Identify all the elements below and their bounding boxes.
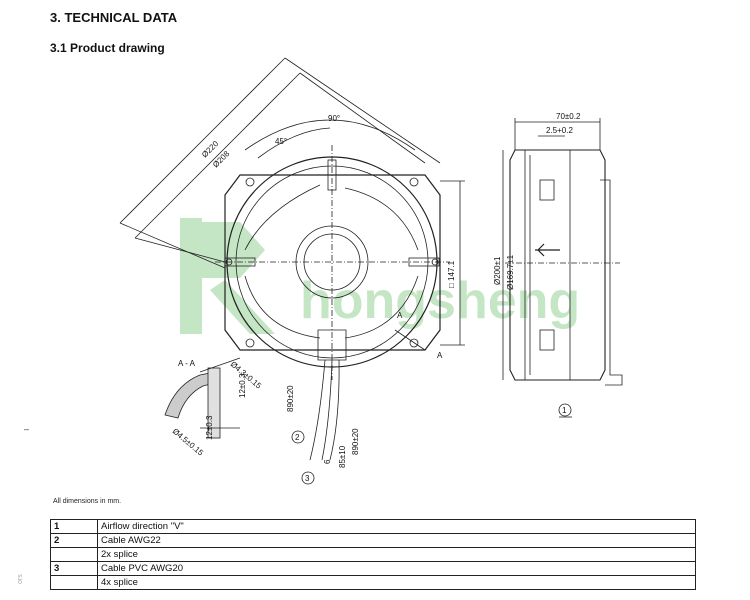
dim-12-lower: 12±0.3 bbox=[205, 415, 214, 440]
section-title: 3. TECHNICAL DATA bbox=[50, 10, 178, 25]
cut-a-lower: A bbox=[437, 351, 443, 360]
legend-num: 3 bbox=[50, 561, 98, 576]
table-row: 1 Airflow direction "V" bbox=[50, 519, 696, 534]
cable-890-left: 890±20 bbox=[286, 385, 295, 412]
dim-25-label: 2.5+0.2 bbox=[546, 126, 573, 135]
dim-d208: Ø208 bbox=[211, 149, 232, 170]
legend-text: Cable PVC AWG20 bbox=[97, 561, 696, 576]
angle-arc-90 bbox=[244, 119, 416, 151]
table-row: 4x splice bbox=[50, 575, 696, 590]
callout-2 bbox=[291, 430, 305, 444]
dim-169-label: Ø169.7±1 bbox=[506, 254, 515, 290]
fan-side-view bbox=[505, 149, 623, 386]
table-row: 2 Cable AWG22 bbox=[50, 533, 696, 548]
dim-147-label: □ 147.1 bbox=[447, 260, 456, 288]
callout-3 bbox=[301, 471, 315, 485]
angle-90-label: 90° bbox=[328, 114, 340, 123]
legend-num bbox=[50, 575, 98, 590]
legend-num: 1 bbox=[50, 519, 98, 534]
callout-3-label: 3 bbox=[305, 474, 310, 483]
legend-num: 2 bbox=[50, 533, 98, 548]
section-aa-detail bbox=[164, 357, 241, 439]
section-cut-line bbox=[394, 329, 426, 351]
side-dim-lines bbox=[502, 118, 601, 380]
dim-200-label: Ø200±1 bbox=[493, 256, 502, 285]
table-row: 2x splice bbox=[50, 547, 696, 562]
angle-arc-45 bbox=[257, 127, 331, 159]
legend-text: Airflow direction "V" bbox=[97, 519, 696, 534]
angle-45-label: 45° bbox=[275, 137, 287, 146]
side-mark: – bbox=[24, 424, 30, 434]
product-drawing: hongsheng Ø220 Ø208 90° 45° bbox=[119, 57, 623, 485]
dim-85-label: 85±10 bbox=[338, 445, 347, 468]
cable-890-right: 890±20 bbox=[351, 428, 360, 455]
legend-text: 4x splice bbox=[97, 575, 696, 590]
legend-num bbox=[50, 547, 98, 562]
side-code: ors bbox=[17, 574, 24, 584]
dim-70-label: 70±0.2 bbox=[556, 112, 581, 121]
section-aa-label: A - A bbox=[178, 359, 196, 368]
callout-1-label: 1 bbox=[562, 406, 567, 415]
watermark-logo bbox=[180, 218, 275, 334]
legend-table: 1 Airflow direction "V" 2 Cable AWG22 2x… bbox=[50, 519, 696, 590]
legend-text: Cable AWG22 bbox=[97, 533, 696, 548]
dimensions-note: All dimensions in mm. bbox=[53, 498, 122, 505]
dim-12-upper: 12±0.3 bbox=[238, 373, 247, 398]
callout-1 bbox=[558, 403, 572, 418]
hole-d45-label: Ø4.5±0.15 bbox=[171, 427, 206, 458]
cut-a-upper: A bbox=[397, 311, 403, 320]
dim-147-line bbox=[440, 180, 465, 346]
diameter-dimension-lines bbox=[119, 57, 441, 269]
legend-text: 2x splice bbox=[97, 547, 696, 562]
table-row: 3 Cable PVC AWG20 bbox=[50, 561, 696, 576]
dim-6-label: 6 bbox=[323, 459, 332, 464]
callout-2-label: 2 bbox=[295, 433, 300, 442]
fan-front-view bbox=[215, 145, 450, 461]
subsection-title: 3.1 Product drawing bbox=[50, 41, 165, 55]
